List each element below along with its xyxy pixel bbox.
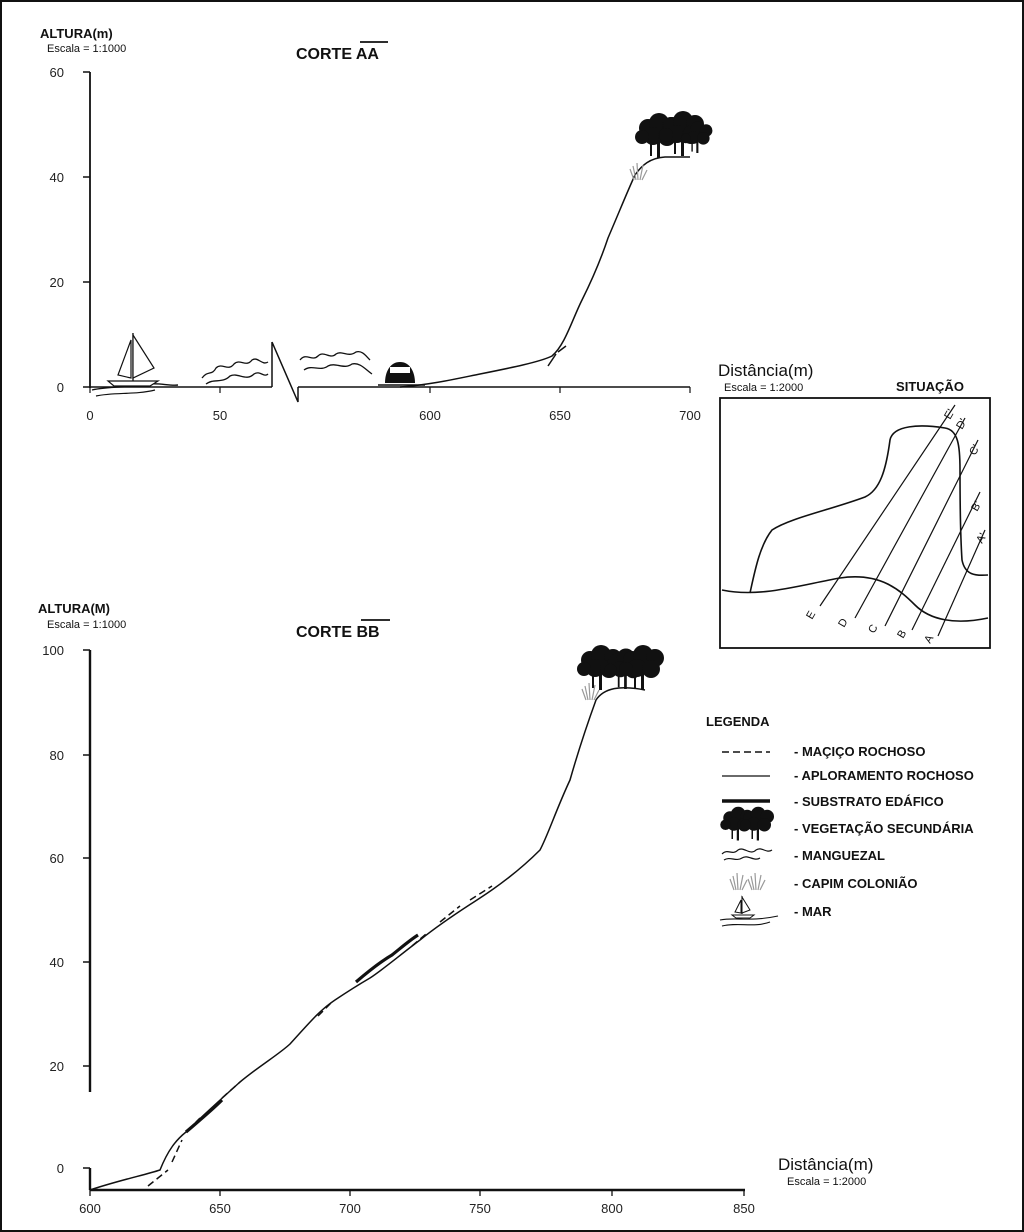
situacao-start-label: D	[836, 617, 850, 630]
top-ytick: 40	[50, 170, 64, 185]
axis-break-mark	[271, 341, 299, 403]
bottom-ytick: 80	[50, 748, 64, 763]
top-xtick: 700	[679, 408, 701, 423]
legend-label: - SUBSTRATO EDÁFICO	[794, 794, 944, 809]
bottom-ytick: 20	[50, 1059, 64, 1074]
situacao-start-label: C	[866, 623, 880, 636]
bottom-ytick: 40	[50, 955, 64, 970]
top-rock-dash	[547, 345, 567, 367]
mangrove-icon	[721, 848, 773, 861]
bottom-y-axis-label: ALTURA(M)	[38, 601, 110, 616]
situacao-start-label: A	[922, 633, 936, 646]
mangrove-icon	[201, 350, 373, 385]
profile-corte-bb: ALTURA(M) Escala = 1:1000 CORTE BB 100 8…	[38, 601, 755, 1216]
legend: LEGENDA - MAÇIÇO ROCHOSO - APLORAMENTO R…	[706, 714, 974, 927]
legend-title: LEGENDA	[706, 714, 770, 729]
situacao-title: SITUAÇÃO	[896, 379, 964, 394]
top-terrain-line	[399, 156, 690, 388]
bottom-substrate-line	[184, 933, 419, 1134]
bottom-terrain-line	[89, 687, 646, 1191]
bottom-xtick: 800	[601, 1201, 623, 1216]
top-x-axis-label: Distância(m)	[718, 361, 813, 380]
situacao-end-label: E'	[942, 407, 957, 421]
top-y-axis-scale: Escala = 1:1000	[47, 43, 126, 55]
bottom-x-axis-scale: Escala = 1:2000	[787, 1176, 866, 1188]
profile-corte-aa: ALTURA(m) Escala = 1:1000 CORTE AA 60 40…	[40, 26, 713, 423]
situacao-frame	[719, 397, 991, 649]
top-xtick: 0	[86, 408, 93, 423]
grass-icon	[581, 682, 600, 701]
bottom-rock-dash	[147, 885, 493, 1187]
top-ytick: 0	[57, 380, 64, 395]
bottom-xtick: 650	[209, 1201, 231, 1216]
vegetation-tree-icon	[635, 111, 713, 158]
situacao-contour-hill	[749, 425, 989, 594]
bottom-ytick: 0	[57, 1161, 64, 1176]
top-ytick: 60	[50, 65, 64, 80]
top-title: CORTE AA	[296, 46, 379, 63]
bottom-xtick: 750	[469, 1201, 491, 1216]
legend-label: - MANGUEZAL	[794, 848, 885, 863]
legend-label: - MAÇIÇO ROCHOSO	[794, 744, 925, 759]
top-xtick: 50	[213, 408, 227, 423]
top-xtick: 650	[549, 408, 571, 423]
bottom-y-axis-scale: Escala = 1:1000	[47, 619, 126, 631]
top-xtick: 600	[419, 408, 441, 423]
sea-sailboat-icon	[91, 332, 179, 397]
legend-label: - CAPIM COLONIÃO	[794, 876, 918, 891]
bottom-title: CORTE BB	[296, 624, 380, 641]
top-ytick: 20	[50, 275, 64, 290]
car-icon	[378, 362, 425, 386]
top-x-axis-scale: Escala = 1:2000	[724, 382, 803, 394]
bottom-xtick: 700	[339, 1201, 361, 1216]
grass-icon	[729, 872, 766, 891]
legend-label: - APLORAMENTO ROCHOSO	[794, 768, 974, 783]
situacao-end-label: D'	[954, 417, 969, 432]
legend-label: - MAR	[794, 904, 832, 919]
section-lines	[819, 404, 986, 637]
situacao-start-label: B	[895, 628, 909, 640]
situacao-end-label: C'	[967, 443, 982, 458]
situacao-end-label: B'	[969, 499, 984, 513]
bottom-ytick: 100	[42, 643, 64, 658]
situacao-start-label: E	[804, 609, 818, 621]
tree-icon	[720, 806, 774, 841]
bottom-xtick: 850	[733, 1201, 755, 1216]
sailboat-icon	[719, 895, 779, 927]
vegetation-tree-icon	[577, 645, 664, 690]
legend-label: - VEGETAÇÃO SECUNDÁRIA	[794, 821, 974, 836]
bottom-xtick: 600	[79, 1201, 101, 1216]
bottom-ytick: 60	[50, 851, 64, 866]
bottom-x-axis-label: Distância(m)	[778, 1155, 873, 1174]
situacao-inset: SITUAÇÃO E D C B A E' D' C' B' A'	[719, 379, 991, 649]
situacao-contour-base	[721, 576, 989, 622]
top-y-axis-label: ALTURA(m)	[40, 26, 113, 41]
situacao-end-label: A'	[974, 531, 989, 545]
